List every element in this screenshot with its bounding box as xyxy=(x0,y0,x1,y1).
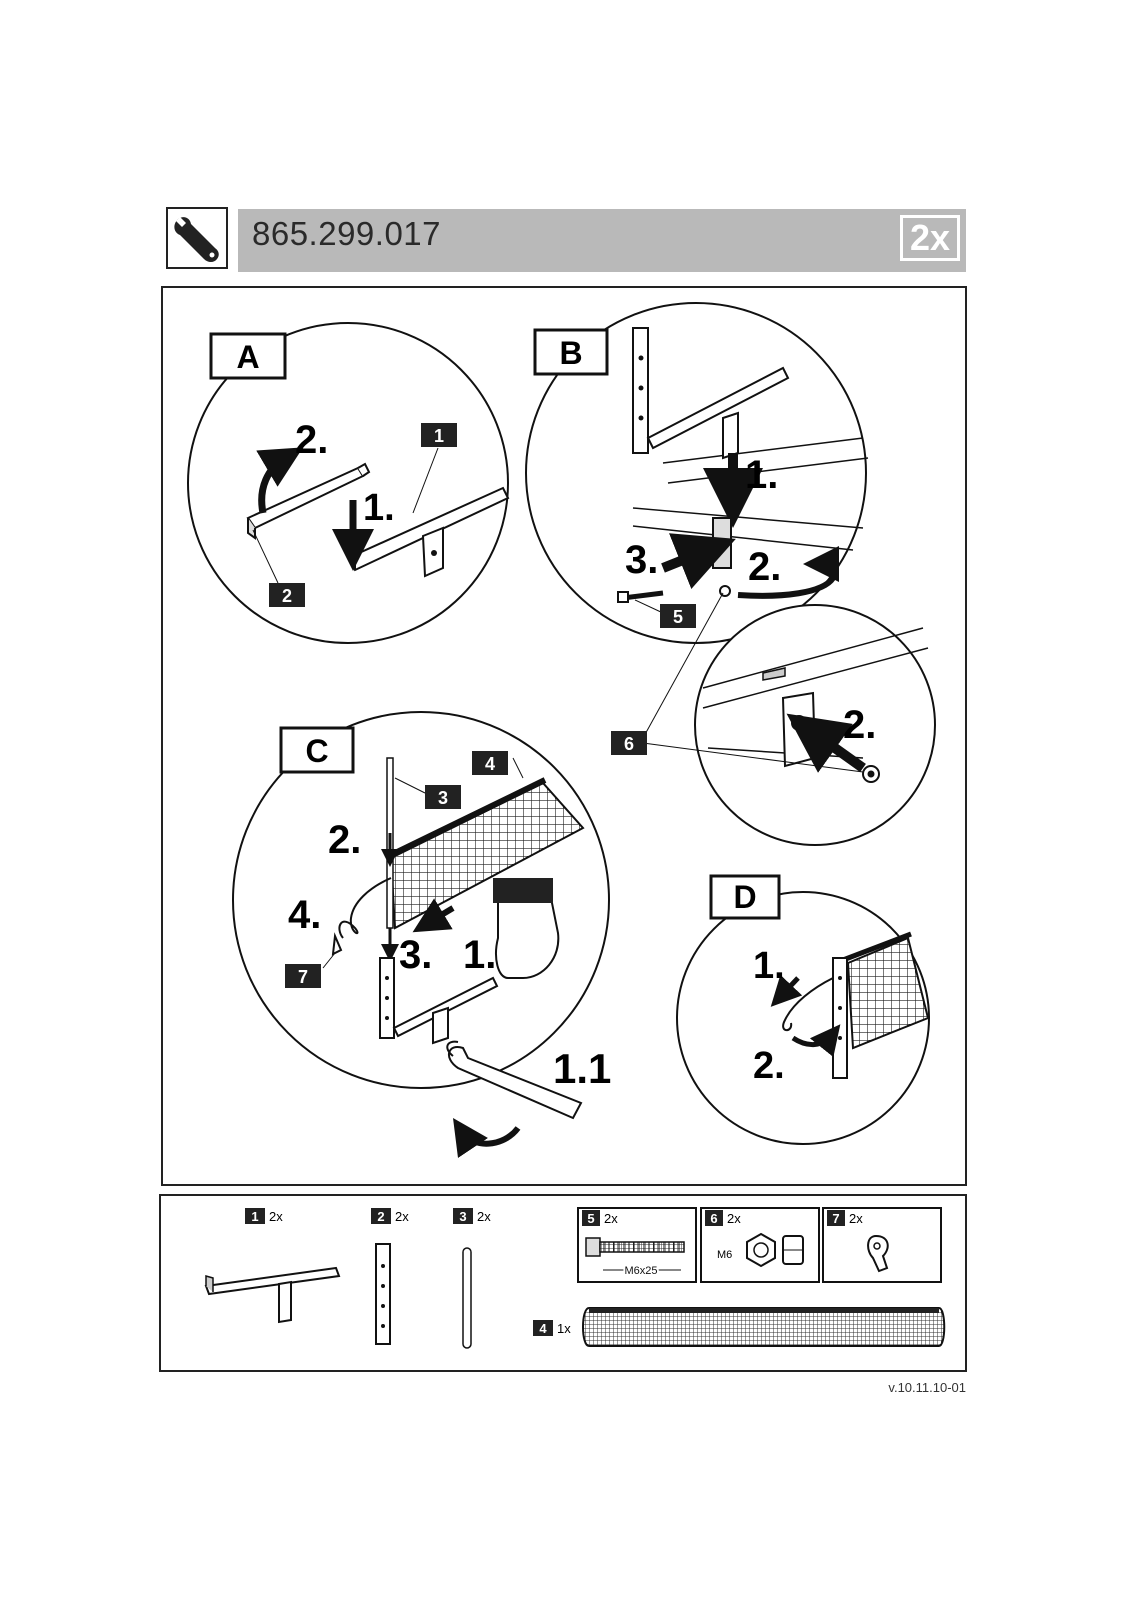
step-b-letter: B xyxy=(559,335,582,371)
part-7-number: 7 xyxy=(832,1211,839,1226)
step-d: D 1. 2. xyxy=(676,874,930,1145)
header-bar: 865.299.017 2x xyxy=(238,209,966,272)
step-a: A 2. 1. 1 2 xyxy=(187,322,510,644)
part-6-badge xyxy=(705,1210,723,1226)
step-a-label-1: 1. xyxy=(363,487,395,529)
step-c: C 4 3 2. 4. 7 3. 1. 1.1 xyxy=(232,711,611,1158)
part-ref-4-number: 4 xyxy=(485,754,495,774)
document-number: 865.299.017 xyxy=(252,215,442,252)
instruction-illustration: A 2. 1. 1 2 B 1. xyxy=(187,302,936,1158)
step-c-label-4: 4. xyxy=(288,893,321,937)
step-b-detail: 2. 6 xyxy=(611,592,936,846)
step-b-label-3: 3. xyxy=(625,538,658,582)
part-7-badge xyxy=(827,1210,845,1226)
part-7-qty: 2x xyxy=(849,1211,863,1226)
step-a-label-2: 2. xyxy=(295,418,328,462)
step-b-label-2: 2. xyxy=(748,545,781,589)
part-1: 1 2x xyxy=(204,1208,341,1324)
step-c-badge xyxy=(279,726,355,774)
step-b-detail-label-2: 2. xyxy=(843,703,876,747)
part-ref-1 xyxy=(421,423,457,447)
wrench-icon xyxy=(166,207,228,269)
part-6: 6 2x M6 xyxy=(700,1207,820,1283)
part-ref-7 xyxy=(285,964,321,988)
step-b-detail-circle xyxy=(694,604,936,846)
part-ref-4 xyxy=(472,751,508,775)
step-d-badge xyxy=(709,874,781,920)
step-d-letter: D xyxy=(733,879,756,915)
part-ref-2-number: 2 xyxy=(282,586,292,606)
step-d-label-1: 1. xyxy=(753,945,785,987)
part-5-number: 5 xyxy=(587,1211,594,1226)
part-3-badge xyxy=(453,1208,473,1224)
step-c-label-1: 1. xyxy=(463,933,496,977)
part-ref-3 xyxy=(425,785,461,809)
part-5: 5 2x M6x25 xyxy=(577,1207,697,1283)
step-b-label-1: 1. xyxy=(745,453,778,497)
part-4-qty: 1x xyxy=(557,1321,571,1336)
step-b-circle xyxy=(525,302,867,644)
part-3: 3 2x xyxy=(453,1208,491,1349)
part-ref-6 xyxy=(611,731,647,755)
step-a-letter: A xyxy=(236,339,259,375)
parts-list: 1 2x 2 2x 3 2x 5 2x M6x25 6 2x M6 xyxy=(159,1194,967,1372)
part-2-qty: 2x xyxy=(395,1209,409,1224)
part-1-badge xyxy=(245,1208,265,1224)
step-b-badge xyxy=(533,328,609,376)
quantity-badge: 2x xyxy=(900,215,960,261)
part-5-qty: 2x xyxy=(604,1211,618,1226)
part-ref-2 xyxy=(269,583,305,607)
version-label: v.10.11.10-01 xyxy=(888,1380,966,1395)
part-1-qty: 2x xyxy=(269,1209,283,1224)
part-4: 4 1x xyxy=(533,1307,946,1347)
part-7: 7 2x xyxy=(822,1207,942,1283)
part-2: 2 2x xyxy=(371,1208,409,1345)
part-4-number: 4 xyxy=(539,1321,547,1336)
part-ref-6-number: 6 xyxy=(624,734,634,754)
part-ref-3-number: 3 xyxy=(438,788,448,808)
part-1-number: 1 xyxy=(251,1209,258,1224)
part-6-size: M6 xyxy=(717,1249,732,1261)
step-c-letter: C xyxy=(305,733,328,769)
step-c-label-2: 2. xyxy=(328,818,361,862)
part-3-number: 3 xyxy=(459,1209,466,1224)
part-3-qty: 2x xyxy=(477,1209,491,1224)
part-5-badge xyxy=(582,1210,600,1226)
part-ref-7-number: 7 xyxy=(298,967,308,987)
part-6-number: 6 xyxy=(710,1211,717,1226)
part-ref-5-number: 5 xyxy=(673,607,683,627)
step-d-label-2: 2. xyxy=(753,1045,785,1087)
part-2-number: 2 xyxy=(377,1209,384,1224)
parts-illustration: 1 2x 2 2x 3 2x 5 2x M6x25 6 2x M6 xyxy=(204,1207,946,1349)
part-4-badge xyxy=(533,1320,553,1336)
part-5-size: M6x25 xyxy=(624,1265,657,1277)
part-2-badge xyxy=(371,1208,391,1224)
step-a-badge xyxy=(209,332,287,380)
step-b: B 1. 3. 5 2. xyxy=(525,302,869,644)
part-6-qty: 2x xyxy=(727,1211,741,1226)
instruction-panel: A 2. 1. 1 2 B 1. xyxy=(161,286,967,1186)
step-c-label-1-1: 1.1 xyxy=(553,1045,611,1092)
step-c-label-3: 3. xyxy=(399,933,432,977)
part-ref-1-number: 1 xyxy=(434,426,444,446)
part-ref-5 xyxy=(660,604,696,628)
